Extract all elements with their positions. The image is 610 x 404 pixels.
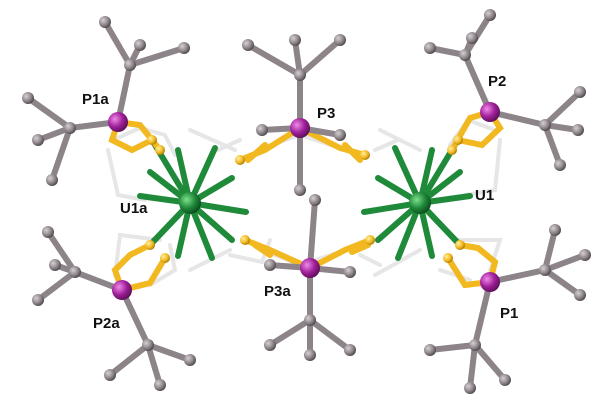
p2a-atom (112, 280, 132, 300)
label-p2: P2 (488, 73, 506, 90)
u1-atom (409, 192, 431, 214)
label-p1: P1 (500, 305, 518, 322)
carbon-atoms (22, 9, 591, 394)
label-p3a: P3a (264, 283, 291, 300)
label-p1a: P1a (82, 91, 109, 108)
label-p3: P3 (317, 105, 335, 122)
p1a-atom (108, 112, 128, 132)
label-u1a: U1a (120, 200, 148, 217)
uranium-atoms (179, 192, 431, 214)
p3-atom (290, 118, 310, 138)
p2-atom (480, 102, 500, 122)
carbon-bonds (25, 12, 588, 391)
label-u1: U1 (475, 187, 494, 204)
p1-atom (480, 272, 500, 292)
label-p2a: P2a (93, 315, 120, 332)
sulfur-bonds (108, 109, 504, 293)
sulfur-atoms (145, 135, 465, 263)
u1a-atom (179, 192, 201, 214)
phosphorus-atoms (108, 102, 500, 300)
p3a-atom (300, 258, 320, 278)
